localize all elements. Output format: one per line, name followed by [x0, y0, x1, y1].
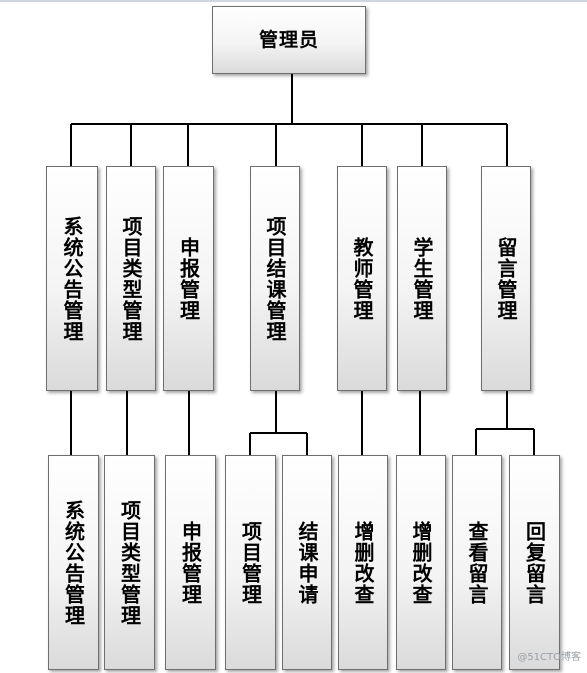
leaf-reply-messages: 回复留言 — [509, 455, 560, 670]
leaf-project-type-mgmt: 项目类型管理 — [104, 455, 155, 670]
leaf-teacher-crud: 增删改查 — [338, 455, 388, 670]
root-node-label: 管理员 — [258, 29, 319, 51]
leaf-label: 回复留言 — [522, 520, 547, 605]
leaf-label: 项目类型管理 — [117, 499, 142, 626]
node-teacher-mgmt: 教师管理 — [337, 166, 387, 391]
leaf-label: 增删改查 — [409, 520, 433, 605]
leaf-label: 结课申请 — [295, 520, 319, 605]
node-message-mgmt: 留言管理 — [481, 166, 531, 391]
node-application-mgmt: 申报管理 — [163, 166, 214, 391]
leaf-label: 查看留言 — [465, 520, 489, 605]
leaf-label: 增删改查 — [351, 520, 375, 605]
root-node-admin: 管理员 — [212, 6, 366, 74]
window-top-edge — [0, 0, 587, 2]
node-label: 申报管理 — [176, 236, 201, 321]
node-system-announcement-mgmt: 系统公告管理 — [46, 166, 98, 391]
leaf-student-crud: 增删改查 — [396, 455, 446, 670]
node-label: 学生管理 — [410, 236, 434, 321]
node-label: 系统公告管理 — [60, 215, 84, 342]
leaf-project-mgmt: 项目管理 — [225, 455, 276, 670]
node-label: 项目类型管理 — [119, 215, 143, 342]
watermark-logo — [418, 622, 578, 648]
node-project-type-mgmt: 项目类型管理 — [106, 166, 156, 391]
leaf-application-mgmt: 申报管理 — [165, 455, 216, 670]
node-label: 教师管理 — [350, 236, 374, 321]
leaf-completion-application: 结课申请 — [282, 455, 332, 670]
node-label: 项目结课管理 — [263, 215, 287, 342]
leaf-label: 项目管理 — [238, 520, 263, 605]
leaf-label: 申报管理 — [178, 520, 203, 605]
leaf-system-announcement-mgmt: 系统公告管理 — [48, 455, 99, 670]
node-project-completion-mgmt: 项目结课管理 — [250, 166, 300, 391]
node-label: 留言管理 — [494, 236, 518, 321]
leaf-label: 系统公告管理 — [61, 499, 86, 626]
node-student-mgmt: 学生管理 — [397, 166, 447, 391]
leaf-view-messages: 查看留言 — [452, 455, 502, 670]
watermark-credit: @51CTO博客 — [517, 652, 581, 663]
